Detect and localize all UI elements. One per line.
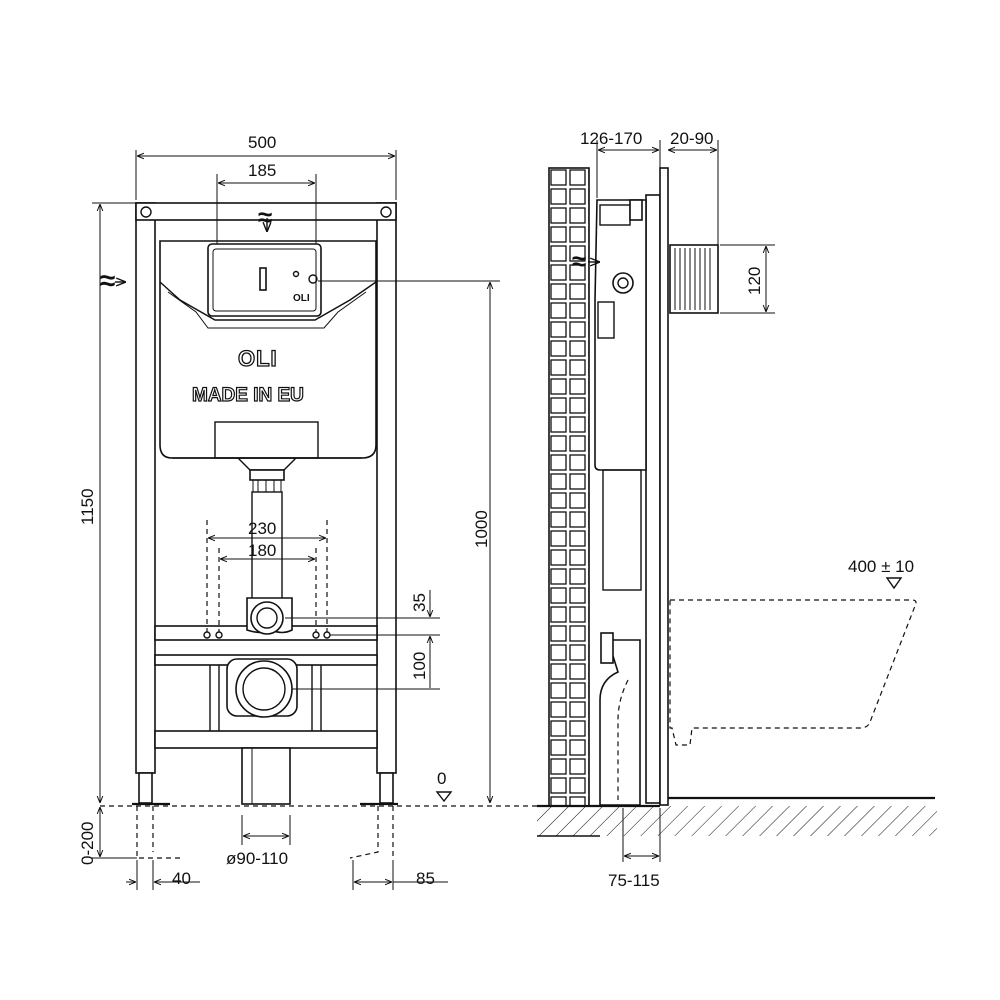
feet-adjustment-outline <box>100 805 545 859</box>
side-view: ≈ 126-170 20-90 120 400 ± 10 <box>537 129 937 890</box>
water-inlet-symbol: ≈ <box>100 265 115 296</box>
svg-text:20-90: 20-90 <box>670 129 713 148</box>
dim-outlet-spacing: 35 100 <box>285 590 440 690</box>
dim-floor-level: 0 <box>435 769 453 803</box>
dim-wall-gap: 20-90 <box>668 129 719 245</box>
svg-text:500: 500 <box>248 133 276 152</box>
svg-text:40: 40 <box>172 869 191 888</box>
svg-text:35: 35 <box>410 593 429 612</box>
dim-plate-width: 185 <box>216 161 317 244</box>
svg-text:230: 230 <box>248 519 276 538</box>
svg-text:0: 0 <box>437 769 446 788</box>
dim-foot-adjust: 0-200 <box>78 807 137 865</box>
svg-text:100: 100 <box>410 652 429 680</box>
svg-text:ø90-110: ø90-110 <box>226 849 288 868</box>
dim-width: 500 <box>135 133 397 200</box>
floor <box>537 806 937 836</box>
svg-text:1150: 1150 <box>78 488 97 525</box>
drain-top-symbol: ≈ <box>258 202 272 232</box>
dim-bracket-height: 120 <box>720 244 775 314</box>
dim-drain: ø90-110 <box>226 815 291 868</box>
svg-text:400 ± 10: 400 ± 10 <box>848 557 914 576</box>
svg-text:126-170: 126-170 <box>580 129 642 148</box>
brand-logo: OLI <box>238 346 278 371</box>
plate-logo: OLI <box>293 293 310 304</box>
toilet-bowl-outline <box>669 599 917 746</box>
svg-text:85: 85 <box>416 869 435 888</box>
svg-text:120: 120 <box>745 267 764 295</box>
svg-text:180: 180 <box>248 541 276 560</box>
dim-outlet-height: 100 0 <box>318 280 500 803</box>
dim-drain-offset: 75-115 <box>608 808 661 890</box>
dim-studs: 230 180 <box>206 519 328 632</box>
svg-text:185: 185 <box>248 161 276 180</box>
svg-text:1000: 1000 <box>472 510 491 548</box>
made-in-label: MADE IN EU <box>192 385 304 406</box>
dim-bowl-height: 400 ± 10 <box>848 557 914 590</box>
wall-bracket <box>669 244 719 314</box>
dim-foot-40: 40 <box>126 860 200 890</box>
front-view: OLI MADE IN EU OLI <box>78 133 545 890</box>
dim-foot-85: 85 <box>352 860 448 890</box>
dim-depth: 126-170 <box>580 129 661 198</box>
svg-text:0-200: 0-200 <box>78 822 97 865</box>
flush-outlet <box>203 597 331 718</box>
svg-text:75-115: 75-115 <box>608 871 660 890</box>
dim-total-height: 1150 <box>78 202 136 803</box>
flush-plate: OLI <box>207 243 322 317</box>
side-water-symbol: ≈ <box>572 246 586 276</box>
side-frame <box>594 167 669 806</box>
